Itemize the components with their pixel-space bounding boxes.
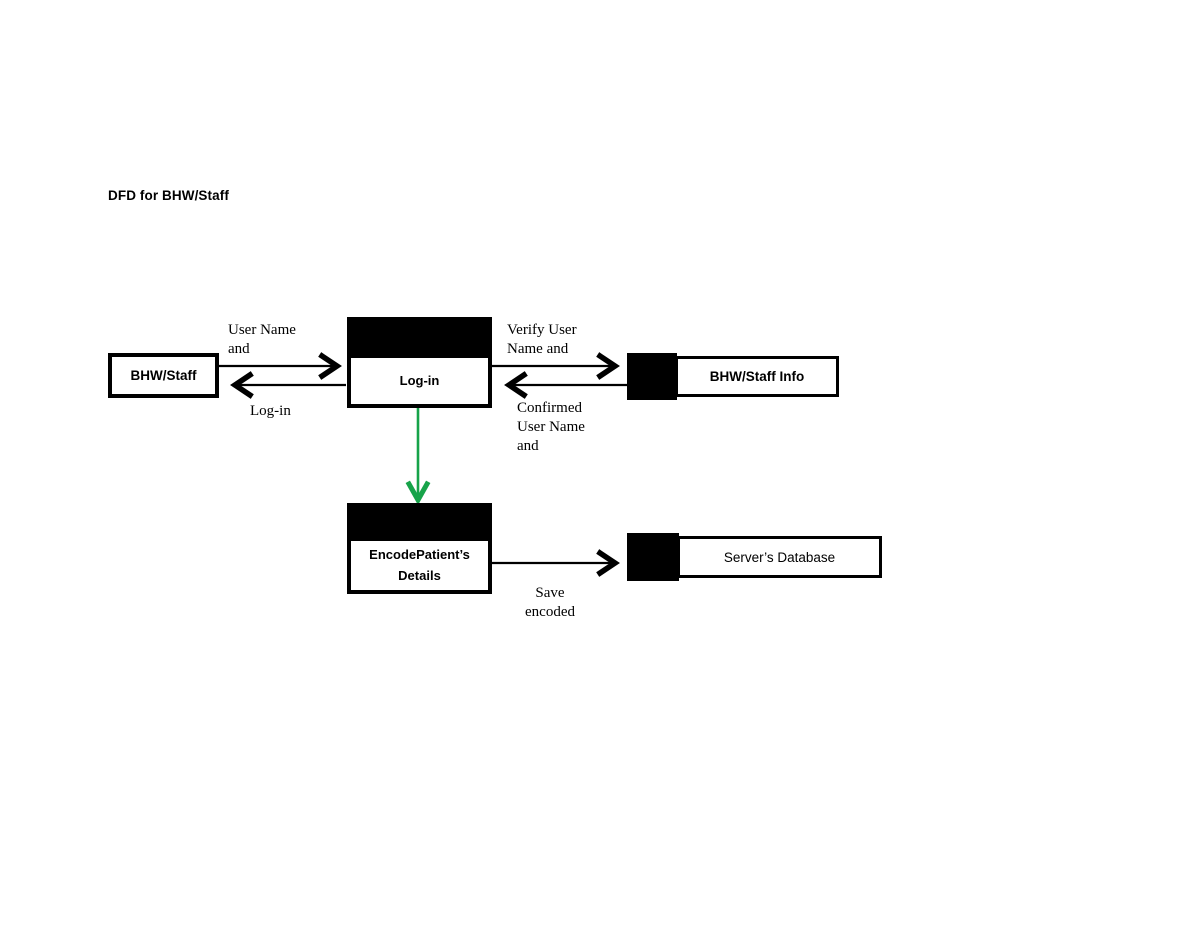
process-encode-label-line-2: Details [398, 567, 441, 583]
data-store-bhw-staff-info-block [627, 353, 677, 400]
flow-label-save-encoded: Save encoded [525, 585, 575, 621]
external-entity-label: BHW/Staff [130, 368, 197, 383]
flow-label-user-name-and: User Name and [228, 322, 296, 358]
data-store-bhw-staff-info-label: BHW/Staff Info [709, 369, 805, 384]
data-store-bhw-staff-info[interactable]: BHW/Staff Info [627, 353, 839, 400]
data-store-servers-database-block [627, 533, 679, 581]
process-log-in[interactable]: Log-in [347, 317, 492, 408]
data-store-bhw-staff-info-body: BHW/Staff Info [675, 356, 839, 397]
process-encode-patients-details-body: EncodePatient’s Details [347, 537, 492, 594]
flow-arrow-login-to-staff [230, 371, 346, 399]
process-log-in-label: Log-in [399, 372, 440, 388]
flow-arrow-encode-to-db [492, 549, 620, 577]
process-encode-label-line-1: EncodePatient’s [369, 547, 470, 563]
data-store-servers-database-body: Server’s Database [677, 536, 882, 578]
process-encode-patients-details-header-band [347, 503, 492, 540]
external-entity-bhw-staff[interactable]: BHW/Staff [108, 353, 219, 398]
flow-label-log-in: Log-in [250, 403, 291, 419]
flow-arrow-login-to-encode [405, 408, 431, 506]
flow-label-confirmed-user-name-and: Confirmed User Name and [517, 400, 585, 455]
page-title: DFD for BHW/Staff [108, 188, 229, 203]
flow-arrow-store-to-login [504, 371, 627, 399]
flow-label-verify-user-name-and: Verify User Name and [507, 322, 577, 358]
process-encode-patients-details[interactable]: EncodePatient’s Details [347, 503, 492, 594]
data-store-servers-database-label: Server’s Database [723, 549, 836, 565]
process-log-in-header-band [347, 317, 492, 357]
data-store-servers-database[interactable]: Server’s Database [627, 533, 882, 581]
process-log-in-body: Log-in [347, 354, 492, 408]
